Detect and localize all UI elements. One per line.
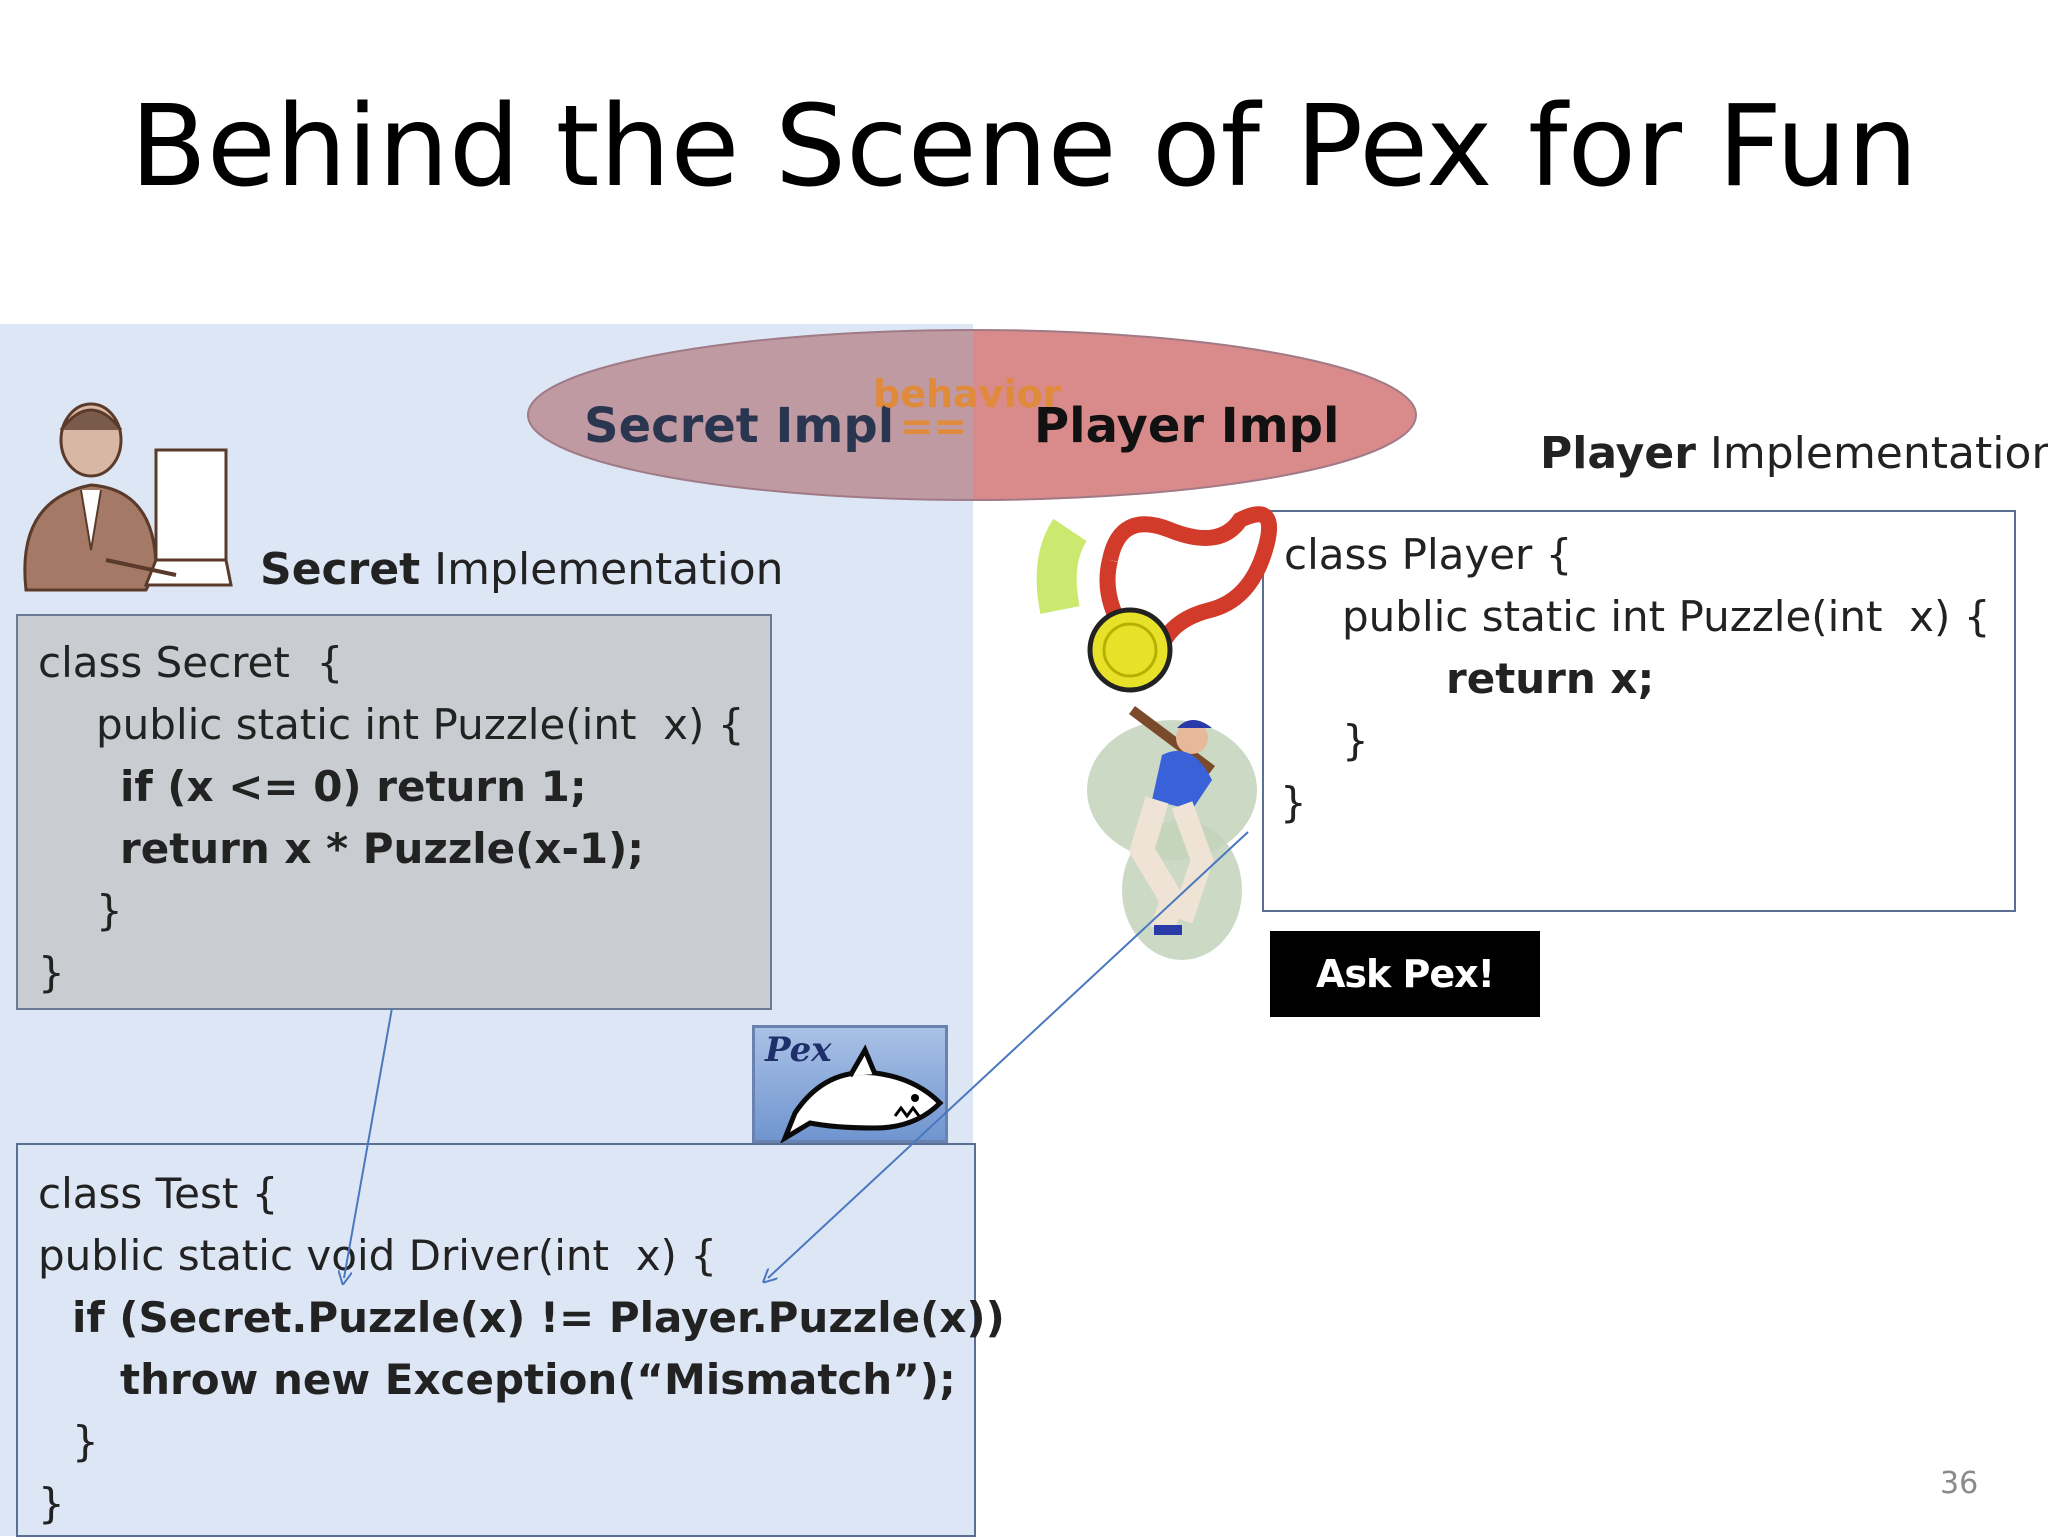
secret-code-line-2: public static int Puzzle(int x) { [96,700,745,749]
player-code-line-3: return x; [1446,654,1655,703]
page-number: 36 [1940,1466,1979,1501]
baseball-batter-icon [1087,706,1257,960]
businessman-at-computer-icon [23,402,233,592]
test-code-line-1: class Test { [38,1169,279,1218]
behavior-label: behavior [873,372,1062,416]
secret-code-line-5: } [96,886,123,935]
player-heading-rest: Implementation [1695,428,2048,479]
player-impl-label: Player Impl [1034,398,1340,454]
player-heading-bold: Player [1540,428,1696,479]
secret-heading: Secret Implementation [260,544,784,595]
player-code-box: class Player { public static int Puzzle(… [1262,510,2016,912]
test-code-line-4: throw new Exception(“Mismatch”); [120,1355,956,1404]
secret-code-line-6: } [38,948,65,997]
secret-code-line-3: if (x <= 0) return 1; [120,762,587,811]
pex-shark-logo-icon [779,1044,944,1144]
test-code-line-6: } [38,1479,65,1528]
player-code-line-4: } [1342,716,1369,765]
player-code-line-2: public static int Puzzle(int x) { [1342,592,1991,641]
secret-heading-bold: Secret [260,544,421,595]
slide-title: Behind the Scene of Pex for Fun [130,82,1918,212]
test-driver-box: class Test { public static void Driver(i… [16,1143,1005,1537]
secret-code-box: class Secret { public static int Puzzle(… [16,614,772,1010]
secret-impl-label: Secret Impl [584,398,895,454]
test-code-line-2: public static void Driver(int x) { [38,1231,718,1280]
gold-medal-icon [1036,506,1277,693]
secret-code-line-4: return x * Puzzle(x-1); [120,824,645,873]
player-code-line-5: } [1280,778,1307,827]
test-code-line-5: } [72,1417,99,1466]
player-heading: Player Implementation [1540,428,2048,479]
test-code-line-3: if (Secret.Puzzle(x) != Player.Puzzle(x)… [72,1293,1005,1342]
pex-logo: Pex [752,1025,948,1144]
player-code-line-1: class Player { [1284,530,1573,579]
equals-label: == [900,404,968,450]
secret-heading-rest: Implementation [420,544,784,595]
ask-pex-button[interactable]: Ask Pex! [1270,931,1540,1017]
secret-code-line-1: class Secret { [38,638,344,687]
